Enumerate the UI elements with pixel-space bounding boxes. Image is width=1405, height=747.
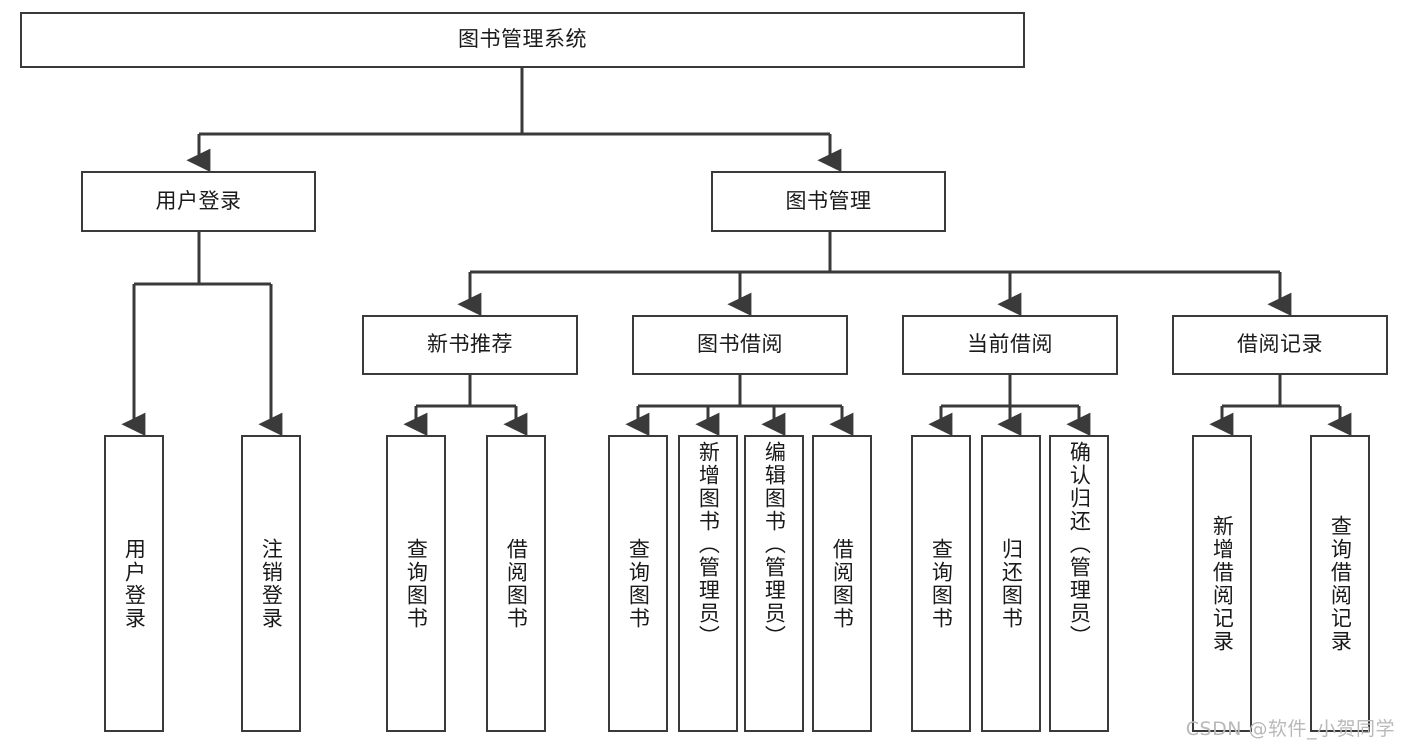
leaf-query-book-borrow[interactable]: 查询图书: [608, 435, 668, 732]
node-label: 注销登录: [259, 537, 284, 630]
node-current-borrow[interactable]: 当前借阅: [902, 315, 1118, 375]
node-label: 图书管理系统: [458, 27, 587, 52]
node-label: 确认归还（管理员）: [1067, 441, 1092, 648]
node-label: 归还图书: [999, 537, 1024, 630]
leaf-logout[interactable]: 注销登录: [241, 435, 301, 732]
node-root-book-management-system[interactable]: 图书管理系统: [20, 12, 1025, 68]
node-label: 用户登录: [155, 188, 242, 213]
node-label: 借阅图书: [504, 537, 529, 630]
watermark-text: CSDN @软件_小贺同学: [1185, 718, 1395, 740]
node-label: 图书管理: [785, 188, 872, 213]
leaf-add-borrow-record[interactable]: 新增借阅记录: [1192, 435, 1252, 732]
leaf-edit-book-admin[interactable]: 编辑图书（管理员）: [744, 435, 804, 732]
node-borrow-record[interactable]: 借阅记录: [1172, 315, 1388, 375]
node-label: 新增借阅记录: [1210, 514, 1235, 653]
node-label: 编辑图书（管理员）: [762, 441, 787, 648]
node-label: 查询图书: [626, 537, 651, 630]
node-new-book-recommend[interactable]: 新书推荐: [362, 315, 578, 375]
leaf-add-book-admin[interactable]: 新增图书（管理员）: [678, 435, 738, 732]
leaf-query-book-current[interactable]: 查询图书: [911, 435, 971, 732]
node-label: 新书推荐: [427, 332, 513, 357]
leaf-borrow-book[interactable]: 借阅图书: [812, 435, 872, 732]
leaf-query-borrow-record[interactable]: 查询借阅记录: [1310, 435, 1370, 732]
node-label: 当前借阅: [967, 332, 1053, 357]
node-book-borrow[interactable]: 图书借阅: [632, 315, 848, 375]
node-label: 借阅图书: [830, 537, 855, 630]
node-label: 查询图书: [929, 537, 954, 630]
node-user-login[interactable]: 用户登录: [81, 171, 316, 232]
node-label: 图书借阅: [697, 332, 783, 357]
node-label: 查询图书: [404, 537, 429, 630]
leaf-confirm-return-admin[interactable]: 确认归还（管理员）: [1049, 435, 1109, 732]
leaf-query-book-recommend[interactable]: 查询图书: [386, 435, 446, 732]
node-label: 新增图书（管理员）: [696, 441, 721, 648]
node-label: 借阅记录: [1237, 332, 1323, 357]
node-label: 查询借阅记录: [1328, 514, 1353, 653]
leaf-user-login[interactable]: 用户登录: [104, 435, 164, 732]
leaf-return-book[interactable]: 归还图书: [981, 435, 1041, 732]
node-label: 用户登录: [122, 537, 147, 630]
node-book-management[interactable]: 图书管理: [711, 171, 946, 232]
leaf-borrow-book-recommend[interactable]: 借阅图书: [486, 435, 546, 732]
